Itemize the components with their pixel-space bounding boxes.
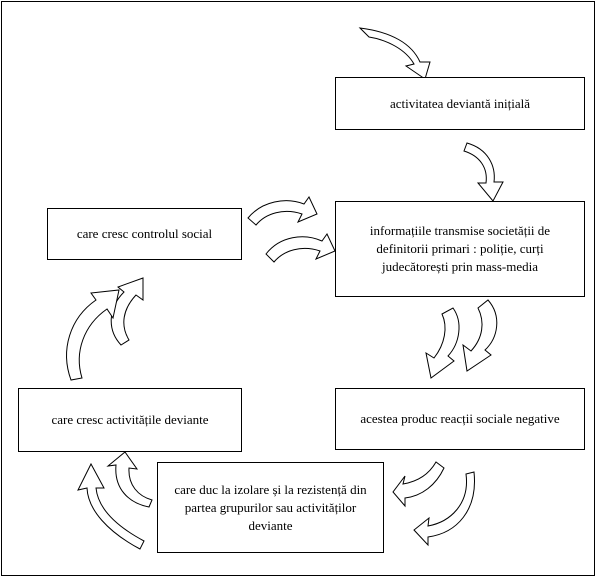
box-control-label: care cresc controlul social	[76, 226, 213, 241]
box-increase-social-control: care cresc controlul social	[47, 208, 242, 260]
box-increase-deviant-activities: care cresc activitățile deviante	[18, 388, 242, 452]
curved-arrow-icon	[247, 196, 318, 226]
box-initial-deviant-activity: activitatea deviantă inițială	[335, 77, 585, 130]
box-primary-definers-information: informațiile transmise societății de def…	[335, 201, 585, 297]
box-negative-social-reactions: acestea produc reacții sociale negative	[335, 388, 585, 450]
curved-arrow-icon	[358, 27, 431, 80]
curved-arrow-icon	[106, 451, 153, 508]
curved-arrow-icon	[110, 277, 144, 346]
curved-arrow-icon	[425, 307, 460, 379]
curved-arrow-icon	[265, 233, 336, 263]
curved-arrow-icon	[413, 471, 475, 547]
box-isolation-resistance: care duc la izolare și la rezistență din…	[157, 462, 384, 553]
box-deviant-label: care cresc activitățile deviante	[51, 412, 209, 427]
curved-arrow-icon	[77, 462, 145, 550]
curved-arrow-icon	[66, 289, 120, 381]
curved-arrow-icon	[462, 299, 498, 372]
box-info-label: informațiile transmise societății de def…	[369, 223, 551, 274]
box-isolation-label: care duc la izolare și la rezistență din…	[174, 481, 367, 533]
box-initial-label: activitatea deviantă inițială	[389, 95, 531, 111]
curved-arrow-icon	[463, 142, 504, 202]
curved-arrow-icon	[392, 461, 445, 508]
box-negative-label: acestea produc reacții sociale negative	[360, 411, 560, 426]
